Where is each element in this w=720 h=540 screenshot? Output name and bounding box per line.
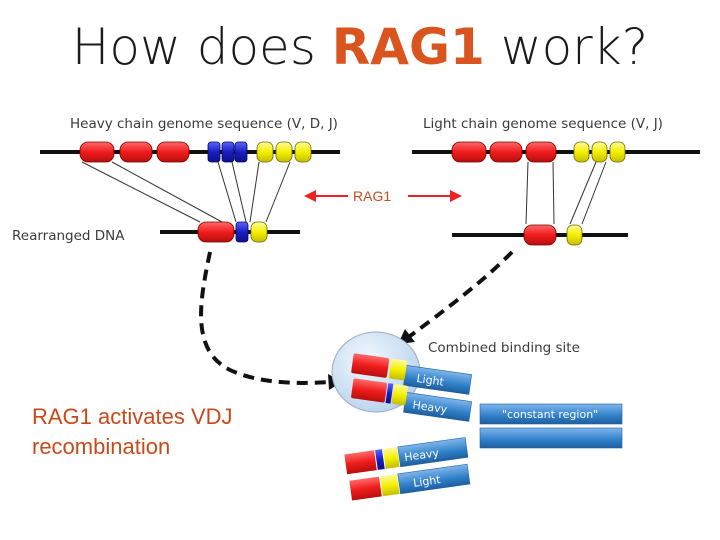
light-v-segment bbox=[451, 141, 487, 163]
light-v-segment bbox=[489, 141, 523, 163]
heavy-j-segment bbox=[275, 141, 293, 163]
light-rearranged-v-segment bbox=[523, 224, 557, 246]
title-prefix: How does bbox=[71, 18, 332, 76]
constant-region-label: "constant region" bbox=[502, 408, 598, 421]
rag1-label: RAG1 bbox=[353, 188, 391, 204]
rearranged-j-segment bbox=[250, 221, 268, 243]
rag1-double-arrow: RAG1 bbox=[304, 188, 462, 204]
light-j-segment bbox=[573, 141, 590, 163]
heavy-v-segment bbox=[156, 141, 190, 163]
heavy-d-segment bbox=[234, 141, 248, 163]
site-heavy-v bbox=[351, 378, 388, 403]
heavy-j-segment bbox=[294, 141, 312, 163]
rearranged-d-segment bbox=[235, 221, 249, 243]
rearranged-dna-label: Rearranged DNA bbox=[12, 228, 125, 244]
heavy-chain-genome bbox=[40, 141, 340, 163]
combined-binding-site: Light Heavy bbox=[331, 331, 472, 422]
light-bar-label: Light bbox=[416, 372, 446, 389]
light-j-segment bbox=[591, 141, 608, 163]
site-light-j bbox=[388, 358, 408, 381]
light-v-segment bbox=[525, 141, 557, 163]
bottom-light-j bbox=[379, 474, 400, 497]
bottom-heavy-j bbox=[382, 447, 400, 469]
light-chain-bar: Light bbox=[403, 365, 472, 395]
title-suffix: work? bbox=[484, 18, 649, 76]
heavy-d-segment bbox=[207, 141, 221, 163]
rearranged-dna bbox=[160, 221, 300, 243]
rag1-caption: RAG1 activates VDJ recombination bbox=[32, 404, 233, 459]
bottom-light-chain: Light bbox=[349, 463, 471, 501]
constant-region-bar-2 bbox=[479, 427, 623, 449]
bottom-light-label: Light bbox=[412, 473, 442, 490]
heavy-v-segment bbox=[79, 141, 115, 163]
light-chain-label: Light chain genome sequence (V, J) bbox=[423, 116, 663, 132]
heavy-to-site-arrow bbox=[199, 251, 331, 385]
bottom-heavy-chain: Heavy bbox=[344, 437, 469, 475]
title-highlight: RAG1 bbox=[331, 18, 485, 76]
bottom-heavy-v bbox=[344, 450, 377, 475]
site-heavy-d bbox=[385, 383, 394, 404]
bottom-antibody: Heavy Light bbox=[344, 437, 471, 501]
heavy-recombination-lines bbox=[81, 161, 291, 223]
site-light-v bbox=[351, 353, 390, 378]
heavy-v-segment bbox=[119, 141, 153, 163]
rearranged-v-segment bbox=[197, 221, 235, 243]
heavy-chain-bar: Heavy bbox=[403, 392, 472, 422]
light-j-segment bbox=[609, 141, 626, 163]
heavy-chain-label: Heavy chain genome sequence (V, D, J) bbox=[70, 116, 338, 132]
heavy-j-segment bbox=[256, 141, 274, 163]
light-chain-genome bbox=[412, 141, 700, 163]
bottom-heavy-d bbox=[375, 449, 385, 470]
light-rearranged-j-segment bbox=[566, 224, 583, 246]
light-recombination-lines bbox=[525, 161, 607, 225]
heavy-d-segment bbox=[221, 141, 235, 163]
light-to-site-arrow bbox=[408, 250, 514, 338]
combined-binding-site-label: Combined binding site bbox=[428, 340, 580, 356]
bottom-heavy-label: Heavy bbox=[403, 446, 440, 464]
constant-region: "constant region" bbox=[479, 403, 623, 449]
slide-title: How does RAG1 work? bbox=[0, 18, 720, 76]
bottom-light-v bbox=[349, 476, 382, 501]
light-rearranged-dna bbox=[452, 224, 628, 246]
heavy-bar-label: Heavy bbox=[412, 398, 449, 416]
constant-region-bar bbox=[479, 403, 623, 425]
site-heavy-j bbox=[391, 384, 408, 406]
